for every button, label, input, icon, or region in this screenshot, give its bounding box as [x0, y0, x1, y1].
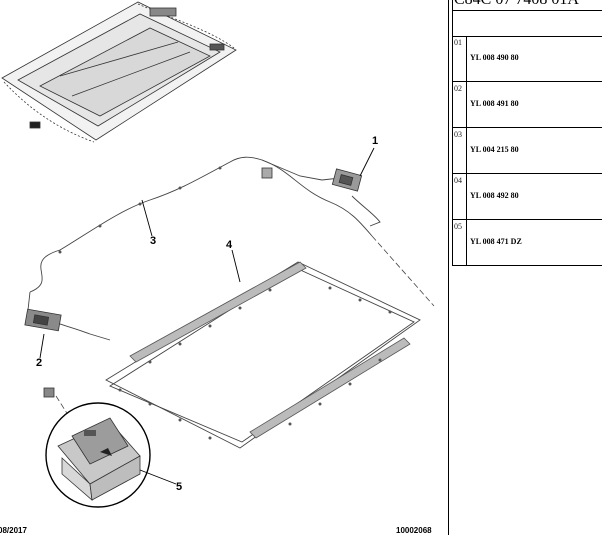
row-index: 03 [454, 130, 462, 139]
table-row: 02 YL 008 491 80 [452, 82, 602, 128]
footer-date: 08/2017 [0, 526, 27, 535]
table-row: 04 YL 008 492 80 [452, 174, 602, 220]
fixing-dots [58, 166, 392, 440]
sunroof-exploded-diagram [1, 1, 435, 508]
row-index: 05 [454, 222, 462, 231]
table-row: 03 YL 004 215 80 [452, 128, 602, 174]
motor-part-2 [24, 308, 62, 332]
index-column-divider [466, 36, 467, 266]
wiring-harness [27, 156, 381, 341]
part-reference: YL 008 471 DZ [470, 237, 522, 246]
part-reference: YL 004 215 80 [470, 145, 519, 154]
table-subheader [452, 10, 602, 37]
parts-table: C84C 07 7408 01A 01 YL 008 490 80 02 YL … [452, 0, 602, 266]
roof-overview-illustration [1, 1, 237, 143]
row-index: 01 [454, 38, 462, 47]
dashed-link-lines [55, 235, 435, 419]
switch-part-5-detail [45, 402, 151, 508]
part-reference: YL 008 491 80 [470, 99, 519, 108]
callout-4: 4 [226, 239, 233, 251]
frame-seal [129, 261, 411, 439]
document-code: C84C 07 7408 01A [454, 0, 579, 8]
table-row: 01 YL 008 490 80 [452, 36, 602, 82]
callout-2: 2 [36, 357, 43, 369]
part-reference: YL 008 492 80 [470, 191, 519, 200]
callout-1: 1 [372, 135, 379, 147]
panel-divider [448, 0, 449, 535]
row-index: 04 [454, 176, 462, 185]
motor-part-1 [261, 167, 363, 192]
callout-3: 3 [150, 235, 157, 247]
footer-drawing-number: 10002068 [396, 526, 432, 535]
small-switch [43, 387, 55, 398]
table-left-border [452, 0, 453, 266]
table-row: 05 YL 008 471 DZ [452, 220, 602, 266]
row-index: 02 [454, 84, 462, 93]
part-reference: YL 008 490 80 [470, 53, 519, 62]
callout-5: 5 [176, 481, 183, 493]
leader-lines [39, 147, 375, 485]
table-header: C84C 07 7408 01A [452, 0, 602, 11]
